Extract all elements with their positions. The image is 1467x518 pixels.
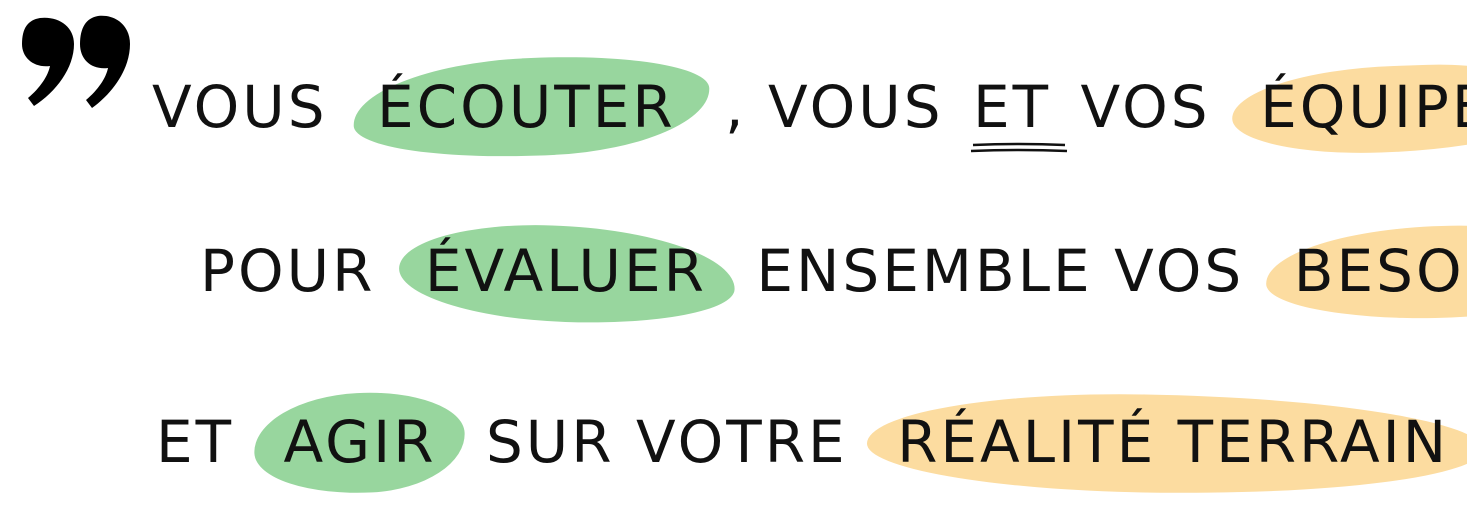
highlight-text: BESOINS — [1293, 237, 1467, 305]
underlined-text: ET — [972, 73, 1052, 141]
highlight-text: ÉQUIPES — [1260, 73, 1467, 141]
word: , VOUS — [725, 73, 944, 141]
closing-quote-icon — [22, 15, 130, 108]
word: POUR — [200, 237, 376, 305]
quote-line-2: POUR ÉVALUER ENSEMBLE VOS BESOINS , — [196, 220, 1467, 328]
highlighted-word: ÉQUIPES — [1230, 60, 1467, 158]
highlight-text: AGIR — [283, 408, 437, 476]
quote-line-1: VOUS ÉCOUTER , VOUS ET VOS ÉQUIPES — [148, 48, 1467, 166]
highlighted-word: RÉALITÉ TERRAIN — [866, 389, 1467, 499]
highlight-text: ÉCOUTER — [377, 73, 676, 141]
word: ET — [156, 408, 235, 476]
word: VOUS — [152, 73, 328, 141]
word: VOS — [1080, 73, 1211, 141]
highlighted-word: ÉVALUER — [397, 220, 737, 328]
underlined-word: ET — [969, 72, 1068, 153]
word: ENSEMBLE VOS — [756, 237, 1245, 305]
highlight-text: ÉVALUER — [424, 237, 707, 305]
highlighted-word: AGIR — [251, 387, 468, 499]
quote-line-3: ET AGIR SUR VOTRE RÉALITÉ TERRAIN ! — [152, 387, 1467, 499]
highlight-text: RÉALITÉ TERRAIN — [897, 408, 1450, 476]
double-underline — [970, 142, 1068, 153]
highlighted-word: ÉCOUTER — [350, 48, 712, 166]
highlighted-word: BESOINS — [1264, 223, 1467, 321]
word: SUR VOTRE — [485, 408, 848, 476]
